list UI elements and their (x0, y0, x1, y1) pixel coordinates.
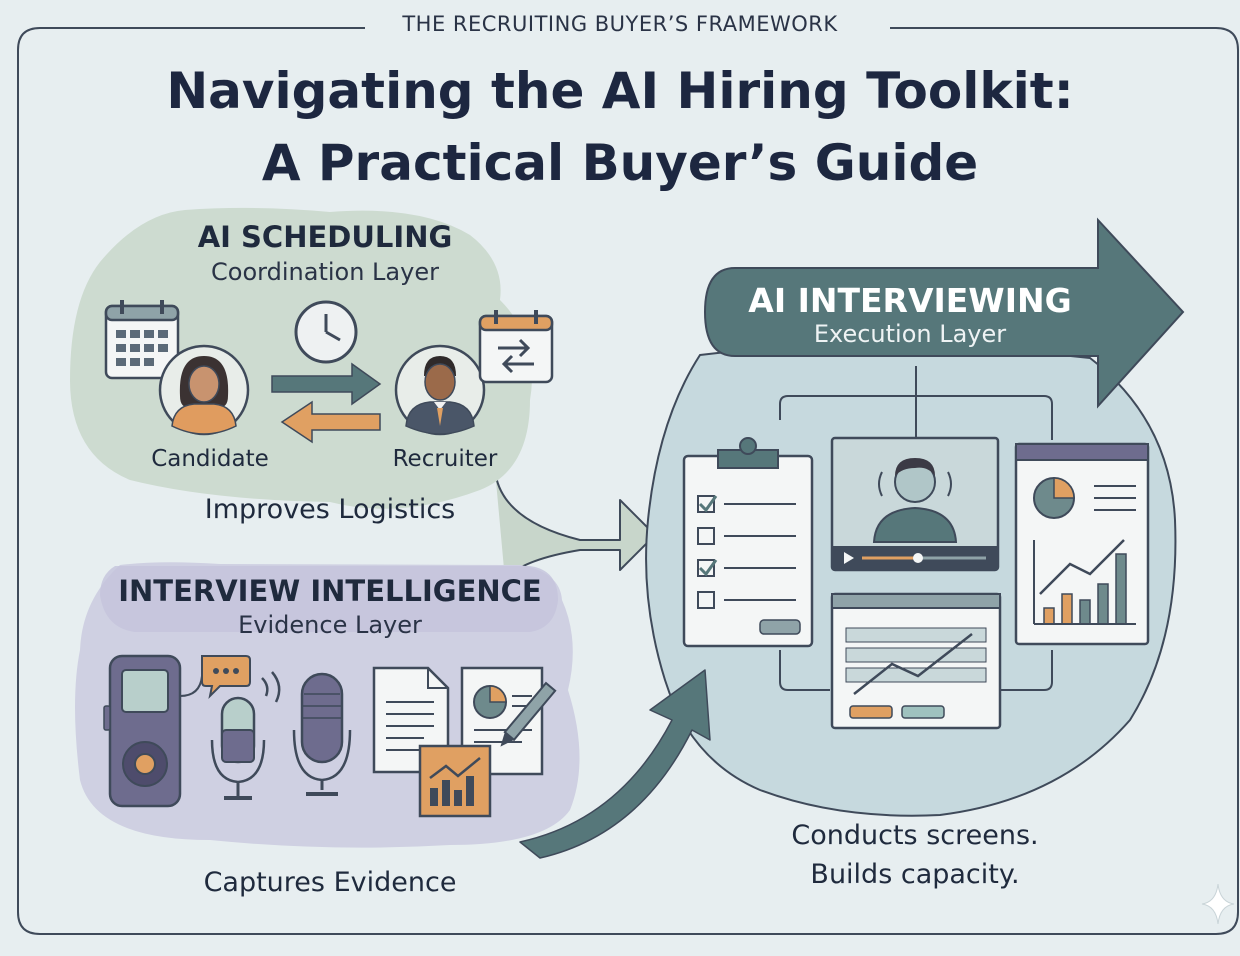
calendar-icon (104, 300, 180, 380)
outer-frame (17, 27, 1239, 935)
interviewing-outcome-line1: Conducts screens. (791, 820, 1039, 851)
exchange-arrow-left (280, 400, 381, 444)
interviewing-heading: AI INTERVIEWING (748, 281, 1072, 320)
sparkle-icon (1201, 883, 1235, 925)
analytics-card-icon (418, 744, 492, 818)
interviewing-connectors (779, 366, 1053, 691)
microphone-icon (210, 696, 266, 800)
recruiter-label: Recruiter (392, 446, 498, 472)
exchange-arrow-right (271, 362, 382, 406)
clipboard-checklist-icon (682, 437, 814, 648)
pencil-icon (500, 681, 557, 747)
intelligence-heading-pill (100, 566, 558, 632)
voice-recorder-icon (103, 654, 210, 808)
video-interview-icon (830, 436, 1000, 572)
studio-microphone-icon (292, 672, 352, 796)
recruiter-avatar-icon (394, 344, 486, 436)
sound-waves-icon (261, 671, 281, 703)
interviewing-outcome-line2: Builds capacity. (810, 859, 1020, 890)
page-title-line1: Navigating the AI Hiring Toolkit: (166, 62, 1074, 120)
candidate-avatar-icon (158, 344, 250, 436)
scheduling-to-interviewing-arrow (494, 469, 656, 581)
clock-icon (294, 300, 358, 364)
reschedule-calendar-icon (478, 310, 554, 384)
interviewing-banner-arrow (703, 217, 1185, 409)
intelligence-subheading: Evidence Layer (238, 611, 422, 639)
intelligence-heading: INTERVIEW INTELLIGENCE (118, 574, 542, 608)
intelligence-outcome: Captures Evidence (203, 867, 457, 898)
scheduling-blob (70, 207, 532, 509)
analytics-dashboard-icon (1014, 442, 1150, 646)
framework-label: THE RECRUITING BUYER’S FRAMEWORK (402, 12, 838, 36)
page-title-line2: A Practical Buyer’s Guide (261, 134, 979, 192)
scheduling-heading: AI SCHEDULING (197, 220, 453, 254)
candidate-label: Candidate (151, 446, 269, 472)
scheduling-outcome: Improves Logistics (204, 494, 456, 525)
interviewing-subheading: Execution Layer (813, 320, 1007, 348)
chat-bubble-icon (201, 655, 251, 700)
intelligence-to-interviewing-arrow (519, 669, 711, 859)
scheduling-subheading: Coordination Layer (211, 258, 439, 286)
data-table-icon (830, 592, 1002, 730)
